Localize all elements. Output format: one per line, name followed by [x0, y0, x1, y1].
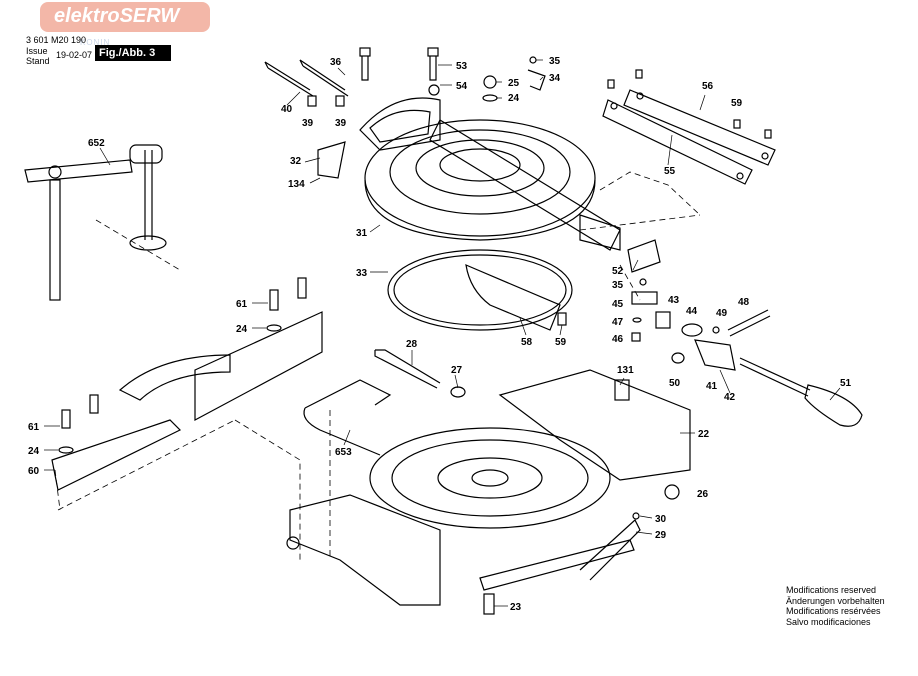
nut-26 [664, 484, 680, 500]
part-label: 47 [612, 317, 624, 328]
part-label: 24 [28, 446, 40, 457]
part-label: 653 [335, 447, 352, 458]
knob-27 [450, 386, 466, 398]
bar-653 [304, 379, 392, 409]
guide-rails-56-55 [602, 69, 776, 185]
part-label: 652 [88, 138, 105, 149]
ring-33 [387, 249, 573, 331]
part-label: 59 [731, 98, 743, 109]
part-label: 24 [508, 93, 520, 104]
rods-40-36 [264, 59, 349, 107]
modification-notes: Modifications reserved Änderungen vorbeh… [786, 585, 885, 627]
part-label: 55 [664, 166, 676, 177]
part-label: 42 [724, 392, 736, 403]
stand-label: Stand [26, 56, 50, 66]
part-label: 30 [655, 514, 667, 525]
part-label: 58 [521, 337, 533, 348]
part-label: 24 [236, 324, 248, 335]
base-turntable [289, 369, 691, 606]
part-labels: 40 39 36 39 53 54 25 24 35 34 56 59 55 6… [28, 56, 852, 613]
part-label: 25 [508, 78, 520, 89]
figure-label: Fig./Abb. 3 [95, 45, 171, 61]
upper-housing [359, 97, 621, 251]
part-label: 44 [686, 306, 698, 317]
part-label: 32 [290, 156, 302, 167]
nut-25 [483, 75, 497, 89]
washer-24 [482, 94, 498, 102]
part-label: 43 [668, 295, 680, 306]
part-label: 35 [549, 56, 561, 67]
bolt-23 [483, 593, 495, 615]
part-label: 49 [716, 308, 728, 319]
part-label: 33 [356, 268, 368, 279]
leader-lines [44, 59, 841, 607]
part-label: 23 [510, 602, 522, 613]
note-line: Modifications reserved [786, 585, 877, 595]
watermark-logo: elektroSERW [40, 2, 210, 32]
part-label: 60 [28, 466, 40, 477]
part-label: 28 [406, 339, 418, 350]
part-label: 29 [655, 530, 667, 541]
part-label: 134 [288, 179, 305, 190]
part-label: 22 [698, 429, 710, 440]
doc-number: 3 601 M20 190 [26, 35, 87, 45]
part-label: 27 [451, 365, 463, 376]
clip-34 [527, 69, 546, 91]
part-label: 61 [28, 422, 40, 433]
clamp-652 [24, 144, 167, 301]
part-label: 40 [281, 104, 293, 115]
small-parts-right [557, 239, 863, 427]
part-label: 61 [236, 299, 248, 310]
issue-date: 19-02-07 [56, 50, 93, 60]
part-label: 26 [697, 489, 709, 500]
part-label: 39 [302, 118, 314, 129]
part-label: 31 [356, 228, 368, 239]
part-label: 59 [555, 337, 567, 348]
part-label: 35 [612, 280, 624, 291]
part-label: 46 [612, 334, 624, 345]
part-label: 36 [330, 57, 342, 68]
note-line: Modifications resérvées [786, 606, 881, 616]
part-label: 41 [706, 381, 718, 392]
part-label: 50 [669, 378, 681, 389]
part-label: 52 [612, 266, 624, 277]
watermark-brand: elektroSERW [54, 5, 180, 27]
hex-key-28 [375, 349, 441, 384]
part-label: 39 [335, 118, 347, 129]
fence-left [51, 394, 182, 491]
note-line: Änderungen vorbehalten [786, 595, 885, 606]
part-label: 48 [738, 297, 750, 308]
part-label: 54 [456, 81, 468, 92]
bolts-36-53 [359, 47, 440, 96]
part-label: 56 [702, 81, 714, 92]
fence-right [118, 277, 323, 422]
part-label: 51 [840, 378, 852, 389]
bracket-58 [465, 264, 561, 331]
part-label: 131 [617, 365, 634, 376]
scale-32 [317, 141, 346, 179]
part-label: 45 [612, 299, 624, 310]
part-label: 34 [549, 73, 561, 84]
issue-label: Issue [26, 46, 48, 56]
note-line: Salvo modificaciones [786, 616, 871, 627]
watermark-faint-text: KONIN [80, 38, 111, 47]
part-label: 53 [456, 61, 468, 72]
